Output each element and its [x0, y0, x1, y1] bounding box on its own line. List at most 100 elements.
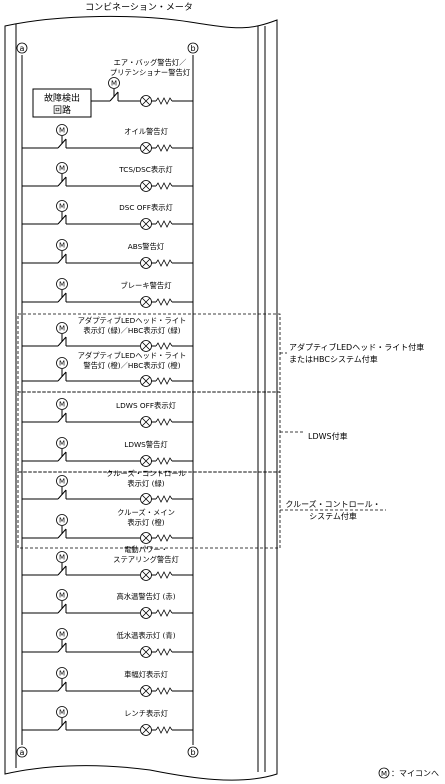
row-7-label-line-1: アダプティブLEDヘッド・ライト	[78, 316, 187, 325]
fault-box-line-2: 回路	[53, 104, 71, 116]
resistor-icon	[155, 144, 173, 152]
row-5-label-line-1: ABS警告灯	[128, 242, 164, 251]
motor-letter: M	[59, 360, 65, 368]
row-1-label-line-2: プリテンショナー警告灯	[110, 68, 190, 77]
row-1-label-line-1: エア・バッグ警告灯／	[114, 58, 188, 67]
group-label-adaptive-1: アダプティブLEDヘッド・ライト付車	[289, 342, 424, 352]
motor-letter: M	[59, 165, 65, 173]
fault-detection-box	[32, 88, 92, 118]
lamp-icon-cross-2	[141, 297, 151, 307]
terminal-a-top	[16, 42, 28, 54]
motor-icon	[56, 514, 68, 526]
resistor-icon	[155, 377, 173, 385]
resistor-icon	[155, 495, 173, 503]
lamp-icon-cross-2	[141, 456, 151, 466]
resistor-icon	[155, 259, 173, 267]
resistor-icon	[155, 97, 173, 105]
group-label-cruise-2: システム付車	[309, 511, 357, 521]
motor-letter: M	[59, 709, 65, 717]
terminal-b-top	[187, 42, 199, 54]
motor-icon	[56, 667, 68, 679]
resistor-icon	[155, 571, 173, 579]
motor-icon	[56, 437, 68, 449]
lamp-icon-cross-2	[141, 647, 151, 657]
motor-icon	[56, 628, 68, 640]
resistor-icon	[155, 609, 173, 617]
lamp-icon-cross-2	[141, 181, 151, 191]
terminal-b-top-label: b	[190, 44, 195, 53]
row-13-label-line-1: 電動パワー・	[124, 545, 168, 554]
terminal-a-bottom	[16, 746, 28, 758]
resistor-icon	[155, 418, 173, 426]
resistor-icon	[155, 298, 173, 306]
motor-icon	[56, 162, 68, 174]
terminal-b-bottom-label: b	[190, 748, 195, 757]
resistor-icon	[155, 648, 173, 656]
lamp-icon-cross-2	[141, 258, 151, 268]
motor-icon	[56, 398, 68, 410]
row-11-label-line-1: クルーズ・コントロール	[106, 469, 186, 478]
row-8-label-line-2: 警告灯 (橙)／HBC表示灯 (橙)	[83, 361, 180, 370]
resistor-icon	[155, 457, 173, 465]
motor-letter: M	[59, 592, 65, 600]
row-2-label-line-1: オイル警告灯	[124, 127, 168, 136]
row-13-label-line-2: ステアリング警告灯	[113, 555, 179, 564]
motor-letter: M	[59, 242, 65, 250]
lamp-icon-cross-2	[141, 376, 151, 386]
row-8-label-line-1: アダプティブLEDヘッド・ライト	[78, 351, 187, 360]
row-12-label-line-1: クルーズ・メイン	[117, 508, 175, 517]
row-15-label-line-1: 低水温表示灯 (青)	[116, 631, 175, 640]
motor-icon	[56, 200, 68, 212]
row-14-label-line-1: 高水温警告灯 (赤)	[116, 592, 175, 601]
group-label-adaptive-2: またはHBCシステム付車	[289, 354, 378, 364]
terminal-a-bottom-label: a	[20, 748, 25, 757]
motor-icon	[108, 77, 120, 89]
motor-icon	[56, 124, 68, 136]
fault-box-line-1: 故障検出	[44, 92, 80, 104]
row-10-label-line-1: LDWS警告灯	[124, 440, 167, 449]
lamp-icon-cross-2	[141, 608, 151, 618]
resistor-icon	[155, 182, 173, 190]
motor-icon	[56, 551, 68, 563]
row-12-label-line-2: 表示灯 (橙)	[127, 518, 164, 527]
meter-housing	[4, 15, 278, 781]
circuit-rows: M エア・バッグ警告灯／プリテンショナー警告灯 M オイル警告灯 M TCS/DSC表示灯…	[22, 58, 193, 736]
row-3-label-line-1: TCS/DSC表示灯	[118, 165, 172, 174]
resistor-icon	[155, 687, 173, 695]
group-boxes: アダプティブLEDヘッド・ライト付車 またはHBCシステム付車 LDWS付車 ク…	[17, 313, 424, 549]
motor-icon	[56, 239, 68, 251]
resistor-icon	[155, 342, 173, 350]
motor-letter: M	[59, 440, 65, 448]
motor-icon	[56, 589, 68, 601]
legend-motor-letter: M	[381, 770, 387, 778]
lamp-icon-cross-2	[141, 341, 151, 351]
motor-letter: M	[111, 80, 117, 88]
motor-icon	[56, 322, 68, 334]
lamp-icon-cross-2	[141, 494, 151, 504]
legend-motor-icon	[378, 767, 390, 779]
motor-icon	[56, 706, 68, 718]
motor-letter: M	[59, 281, 65, 289]
motor-letter: M	[59, 325, 65, 333]
lamp-icon-cross-2	[141, 725, 151, 735]
meter-title: コンビネーション・メータ	[85, 2, 193, 13]
motor-icon	[56, 475, 68, 487]
resistor-icon	[155, 726, 173, 734]
row-4-label-line-1: DSC OFF表示灯	[119, 203, 173, 212]
lamp-icon-cross-2	[141, 417, 151, 427]
motor-letter: M	[59, 631, 65, 639]
motor-letter: M	[59, 478, 65, 486]
lamp-icon-cross-2	[141, 143, 151, 153]
row-9-label-line-1: LDWS OFF表示灯	[116, 401, 176, 410]
motor-letter: M	[59, 554, 65, 562]
lamp-icon-cross-2	[141, 96, 151, 106]
motor-letter: M	[59, 670, 65, 678]
group-label-cruise-1: クルーズ・コントロール・	[285, 499, 380, 509]
lamp-icon-cross-2	[141, 533, 151, 543]
motor-letter: M	[59, 401, 65, 409]
motor-icon	[56, 357, 68, 369]
terminal-b-bottom	[187, 746, 199, 758]
row-16-label-line-1: 車幅灯表示灯	[124, 670, 168, 679]
motor-letter: M	[59, 203, 65, 211]
